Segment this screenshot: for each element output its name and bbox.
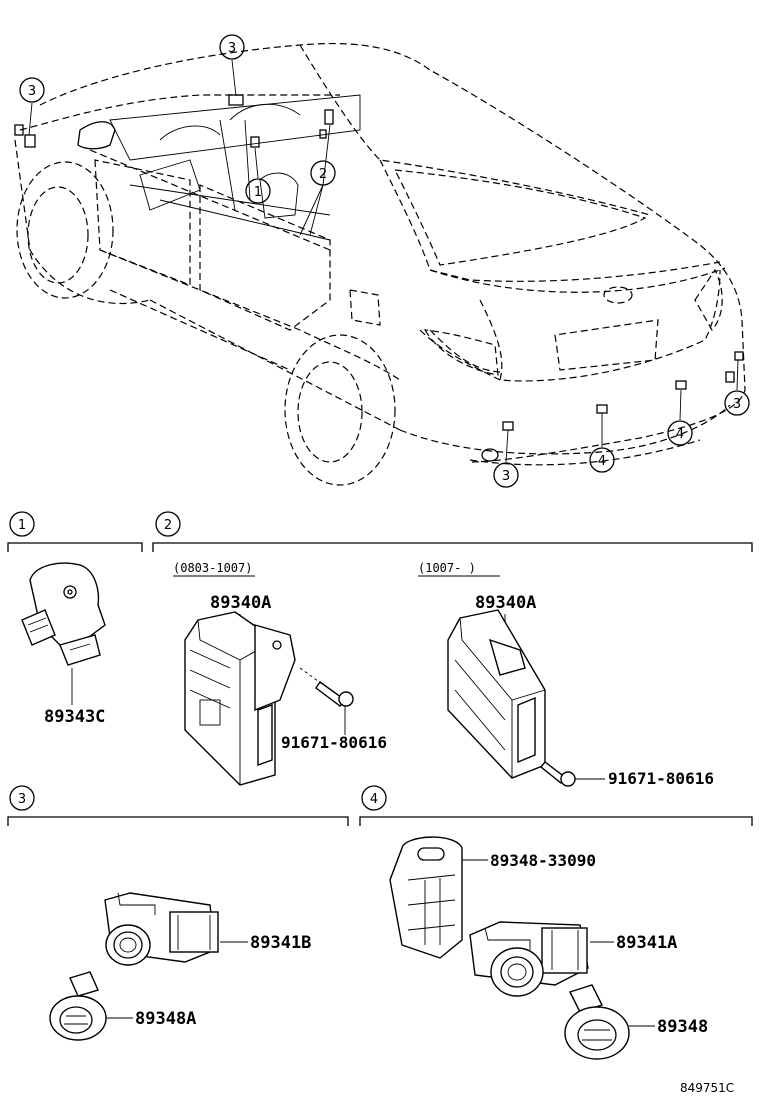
callout-1: 1 <box>245 178 271 204</box>
part-number-89343c: 89343C <box>44 707 105 727</box>
part-number-89348: 89348 <box>657 1017 708 1037</box>
section-3-header: 3 <box>7 785 349 826</box>
callout-2: 2 <box>310 160 336 186</box>
part-number-bolt-new: 91671-80616 <box>608 769 714 788</box>
svg-text:3: 3 <box>18 792 26 807</box>
callout-4-center: 4 <box>589 447 615 473</box>
callout-leaders <box>28 59 739 463</box>
part-89348-drawing <box>564 984 655 1060</box>
part-number-89341a: 89341A <box>616 933 677 953</box>
part-89348-33090-drawing <box>389 836 488 959</box>
section-1-header: 1 <box>7 511 143 552</box>
part-number-89348a: 89348A <box>135 1009 196 1029</box>
section-2-header: 2 <box>152 511 753 552</box>
callout-label: 3 <box>733 397 741 412</box>
callout-3-rear-right: 3 <box>724 390 750 416</box>
part-number-89348-33090: 89348-33090 <box>490 851 596 870</box>
part-89340a-old-drawing <box>184 611 354 786</box>
part-89341a-drawing <box>469 921 614 997</box>
callout-label: 4 <box>598 454 606 469</box>
part-number-89341b: 89341B <box>250 933 311 953</box>
part-89343c-drawing <box>21 562 106 705</box>
callout-label: 3 <box>502 469 510 484</box>
part-89340a-new-drawing <box>447 609 605 787</box>
variant-b-range: (1007- ) <box>418 561 476 575</box>
svg-text:4: 4 <box>370 792 378 807</box>
callout-label: 3 <box>28 84 36 99</box>
callout-3-front: 3 <box>19 77 45 103</box>
part-number-89340a-old: 89340A <box>210 593 271 613</box>
part-89348a-drawing <box>49 971 133 1041</box>
part-number-bolt-old: 91671-80616 <box>281 733 387 752</box>
callout-label: 4 <box>676 427 684 442</box>
svg-text:1: 1 <box>18 518 26 533</box>
svg-text:2: 2 <box>164 518 172 533</box>
callout-label: 1 <box>254 185 262 200</box>
callout-label: 2 <box>319 167 327 182</box>
section-4-header: 4 <box>359 785 753 826</box>
part-number-89340a-new: 89340A <box>475 593 536 613</box>
part-89341b-drawing <box>104 892 248 966</box>
callout-4-right: 4 <box>667 420 693 446</box>
callout-3-roof: 3 <box>219 34 245 60</box>
callout-3-rear-left: 3 <box>493 462 519 488</box>
car-illustration <box>14 42 746 486</box>
variant-a-range: (0803-1007) <box>173 561 252 575</box>
callout-label: 3 <box>228 41 236 56</box>
diagram-code: 849751C <box>680 1081 734 1095</box>
